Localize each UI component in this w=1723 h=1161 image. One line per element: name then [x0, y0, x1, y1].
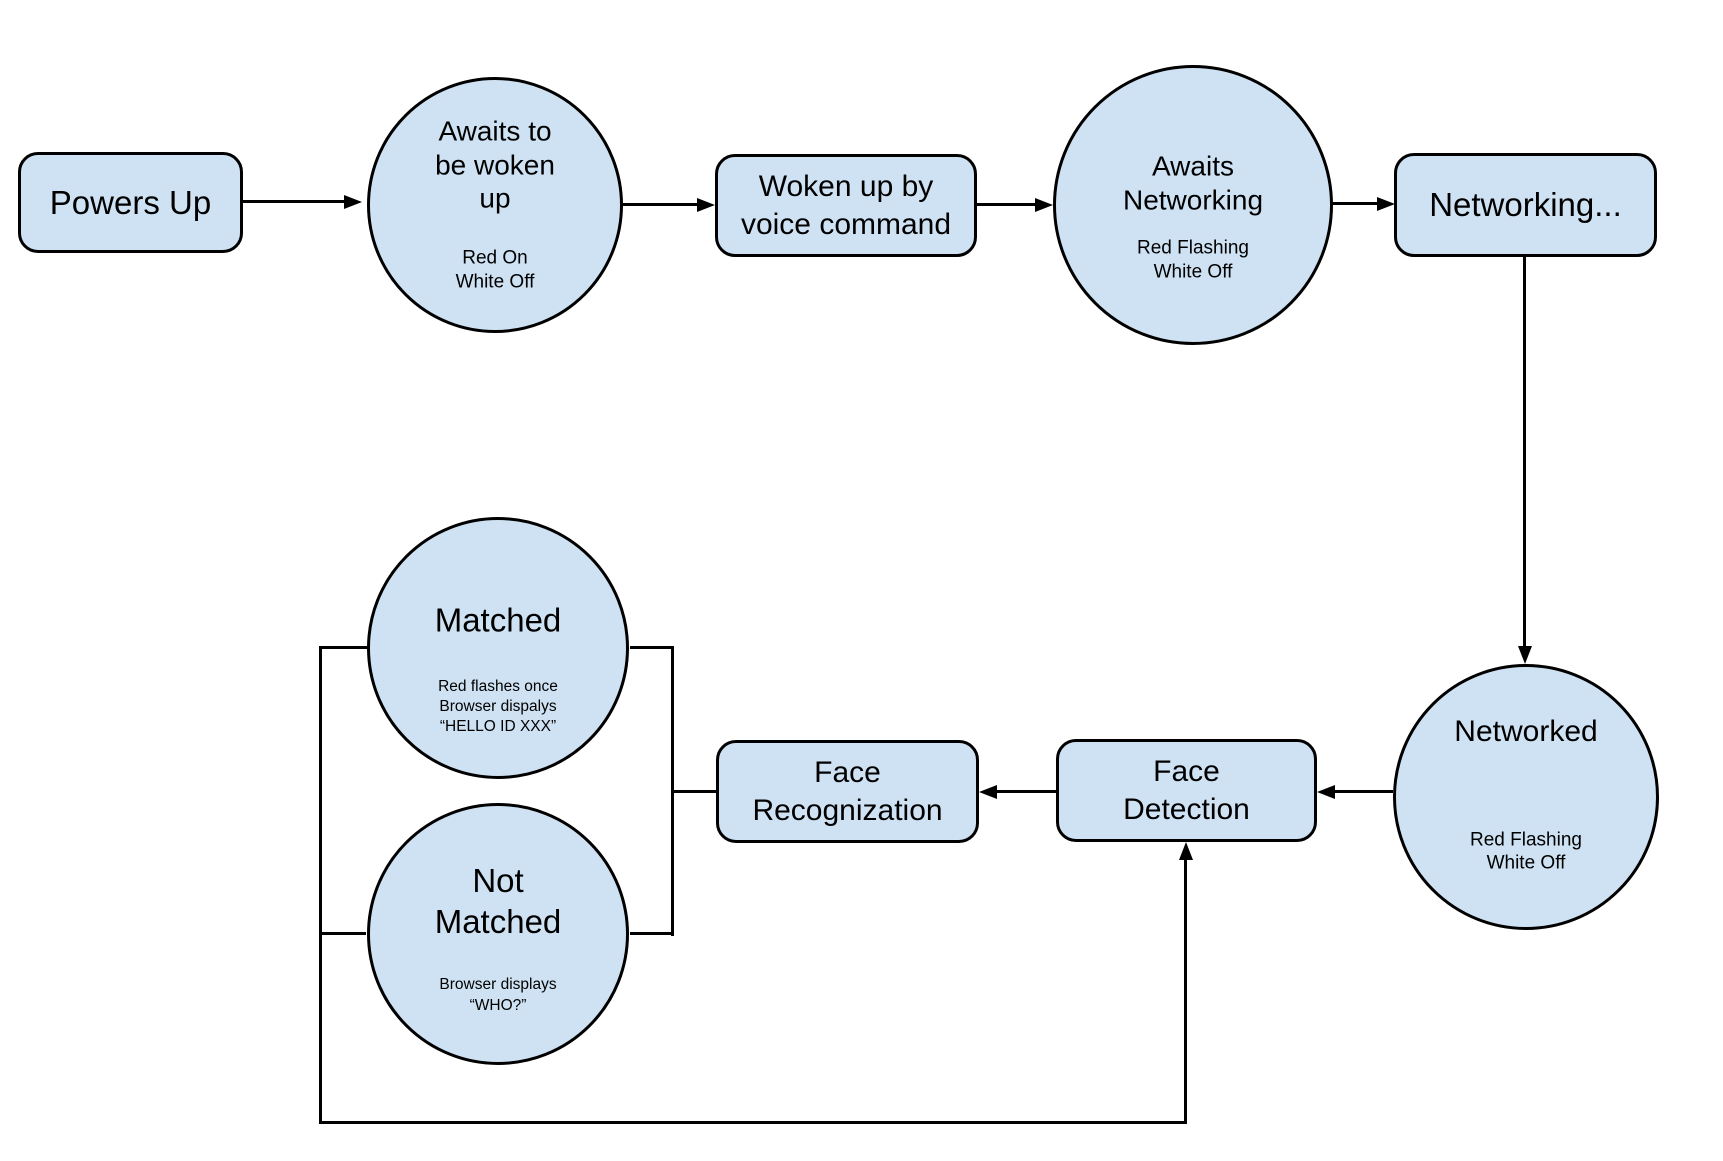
node-matched: Matched Red flashes once Browser dispaly… [367, 517, 629, 779]
arrowhead-awaits-networking-to-networking [1377, 197, 1395, 211]
connector-powers-up-to-awaits-wake [243, 200, 349, 203]
node-awaits-networking-label: Awaits Networking [1122, 150, 1264, 216]
node-awaits-networking: Awaits Networking Red Flashing White Off [1053, 65, 1333, 345]
connector-bracket-matched-right-stub [630, 646, 674, 649]
arrowhead-networked-to-face-detection [1317, 785, 1335, 799]
arrowhead-face-detection-to-face-recognization [979, 785, 997, 799]
node-networked-sublabel: Red Flashing White Off [1470, 828, 1582, 874]
connector-awaits-networking-to-networking [1333, 202, 1380, 205]
node-networking: Networking... [1394, 153, 1657, 257]
node-networked: Networked Red Flashing White Off [1393, 664, 1659, 930]
connector-loop-bottom [319, 1121, 1187, 1124]
node-not-matched: Not Matched Browser displays “WHO?” [367, 803, 629, 1065]
node-face-recognization: Face Recognization [716, 740, 979, 843]
connector-networking-to-networked [1523, 257, 1526, 649]
node-matched-sublabel: Red flashes once Browser dispalys “HELLO… [438, 677, 558, 735]
node-woken-up-by-voice-command: Woken up by voice command [715, 154, 977, 257]
connector-networked-to-face-detection [1333, 790, 1393, 793]
node-face-detection: Face Detection [1056, 739, 1317, 842]
node-not-matched-sublabel: Browser displays “WHO?” [439, 976, 557, 1014]
node-woken-up-by-voice-command-label: Woken up by voice command [740, 170, 952, 241]
arrowhead-powers-up-to-awaits-wake [344, 195, 362, 209]
connector-bracket-not-matched-left-stub [319, 932, 366, 935]
connector-bracket-left-vertical [319, 646, 322, 1124]
node-powers-up-label: Powers Up [49, 183, 212, 221]
arrowhead-awaits-wake-to-woken-voice [697, 198, 715, 212]
node-awaits-to-be-woken-up: Awaits to be woken up Red On White Off [367, 77, 623, 333]
connector-awaits-wake-to-woken-voice [623, 203, 700, 206]
arrowhead-networking-to-networked [1518, 646, 1532, 664]
connector-bracket-not-matched-right-stub [630, 932, 674, 935]
node-face-recognization-label: Face Recognization [752, 756, 943, 827]
connector-woken-voice-to-awaits-networking [977, 203, 1038, 206]
arrowhead-woken-voice-to-awaits-networking [1035, 198, 1053, 212]
node-awaits-to-be-woken-up-sublabel: Red On White Off [455, 247, 535, 292]
node-awaits-networking-sublabel: Red Flashing White Off [1137, 237, 1249, 282]
connector-bracket-to-face-recognization [674, 790, 716, 793]
node-networking-label: Networking... [1429, 186, 1622, 224]
node-not-matched-label: Not Matched [434, 861, 562, 940]
connector-loop-to-face-detection [1184, 858, 1187, 1124]
node-face-detection-label: Face Detection [1123, 755, 1250, 826]
node-awaits-to-be-woken-up-label: Awaits to be woken up [435, 115, 555, 214]
connector-face-detection-to-face-recognization [995, 790, 1056, 793]
node-matched-label: Matched [434, 601, 562, 639]
connector-bracket-right-vertical [671, 646, 674, 936]
arrowhead-loop-to-face-detection [1179, 842, 1193, 860]
node-powers-up: Powers Up [18, 152, 243, 253]
connector-bracket-matched-left-stub [319, 646, 367, 649]
node-networked-label: Networked [1454, 715, 1598, 748]
